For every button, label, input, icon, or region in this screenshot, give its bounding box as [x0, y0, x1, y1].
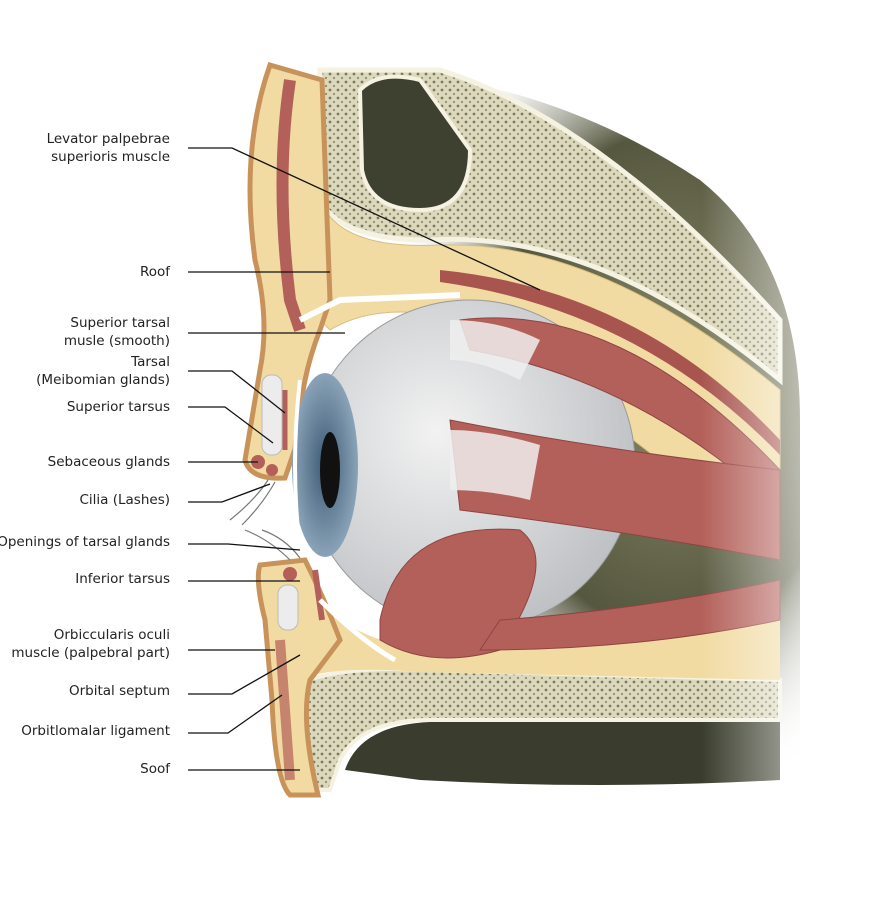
label-line: muscle (palpebral part): [11, 645, 170, 661]
label-line: Superior tarsal: [70, 315, 170, 331]
label-line: musle (smooth): [63, 333, 170, 349]
label-cilia: Cilia (Lashes): [79, 492, 171, 508]
leader-openings: [188, 543, 301, 551]
leader-lines: [188, 147, 541, 771]
leader-superior-tarsus: [188, 406, 274, 444]
leader-tarsal: [188, 370, 286, 414]
label-openings: Openings of tarsal glands: [0, 534, 170, 550]
leader-levator: [188, 147, 541, 291]
leader-orbitomalar: [188, 694, 283, 734]
leader-cilia: [188, 483, 271, 503]
label-orbitomalar: Orbitlomalar ligament: [21, 723, 170, 739]
label-orbital-septum: Orbital septum: [68, 683, 170, 699]
label-line: (Meibomian glands): [36, 372, 170, 388]
label-line: Orbiccularis oculi: [53, 627, 170, 643]
leader-orbital-septum: [188, 654, 301, 695]
label-superior-tarsal-muscle: Superior tarsal musle (smooth): [64, 314, 170, 350]
label-levator: Levator palpebrae superioris muscle: [47, 130, 170, 166]
label-soof: Soof: [140, 761, 170, 777]
label-orbicularis: Orbiccularis oculi muscle (palpebral part…: [11, 626, 170, 662]
label-line: superioris muscle: [51, 149, 170, 165]
label-line: Levator palpebrae: [46, 131, 170, 147]
label-inferior-tarsus: Inferior tarsus: [75, 571, 170, 587]
label-line: Tarsal: [131, 354, 170, 370]
label-superior-tarsus: Superior tarsus: [66, 399, 170, 415]
label-roof: Roof: [139, 264, 170, 280]
label-sebaceous-glands: Sebaceous glands: [47, 454, 170, 470]
label-tarsal: Tarsal (Meibomian glands): [36, 353, 170, 389]
